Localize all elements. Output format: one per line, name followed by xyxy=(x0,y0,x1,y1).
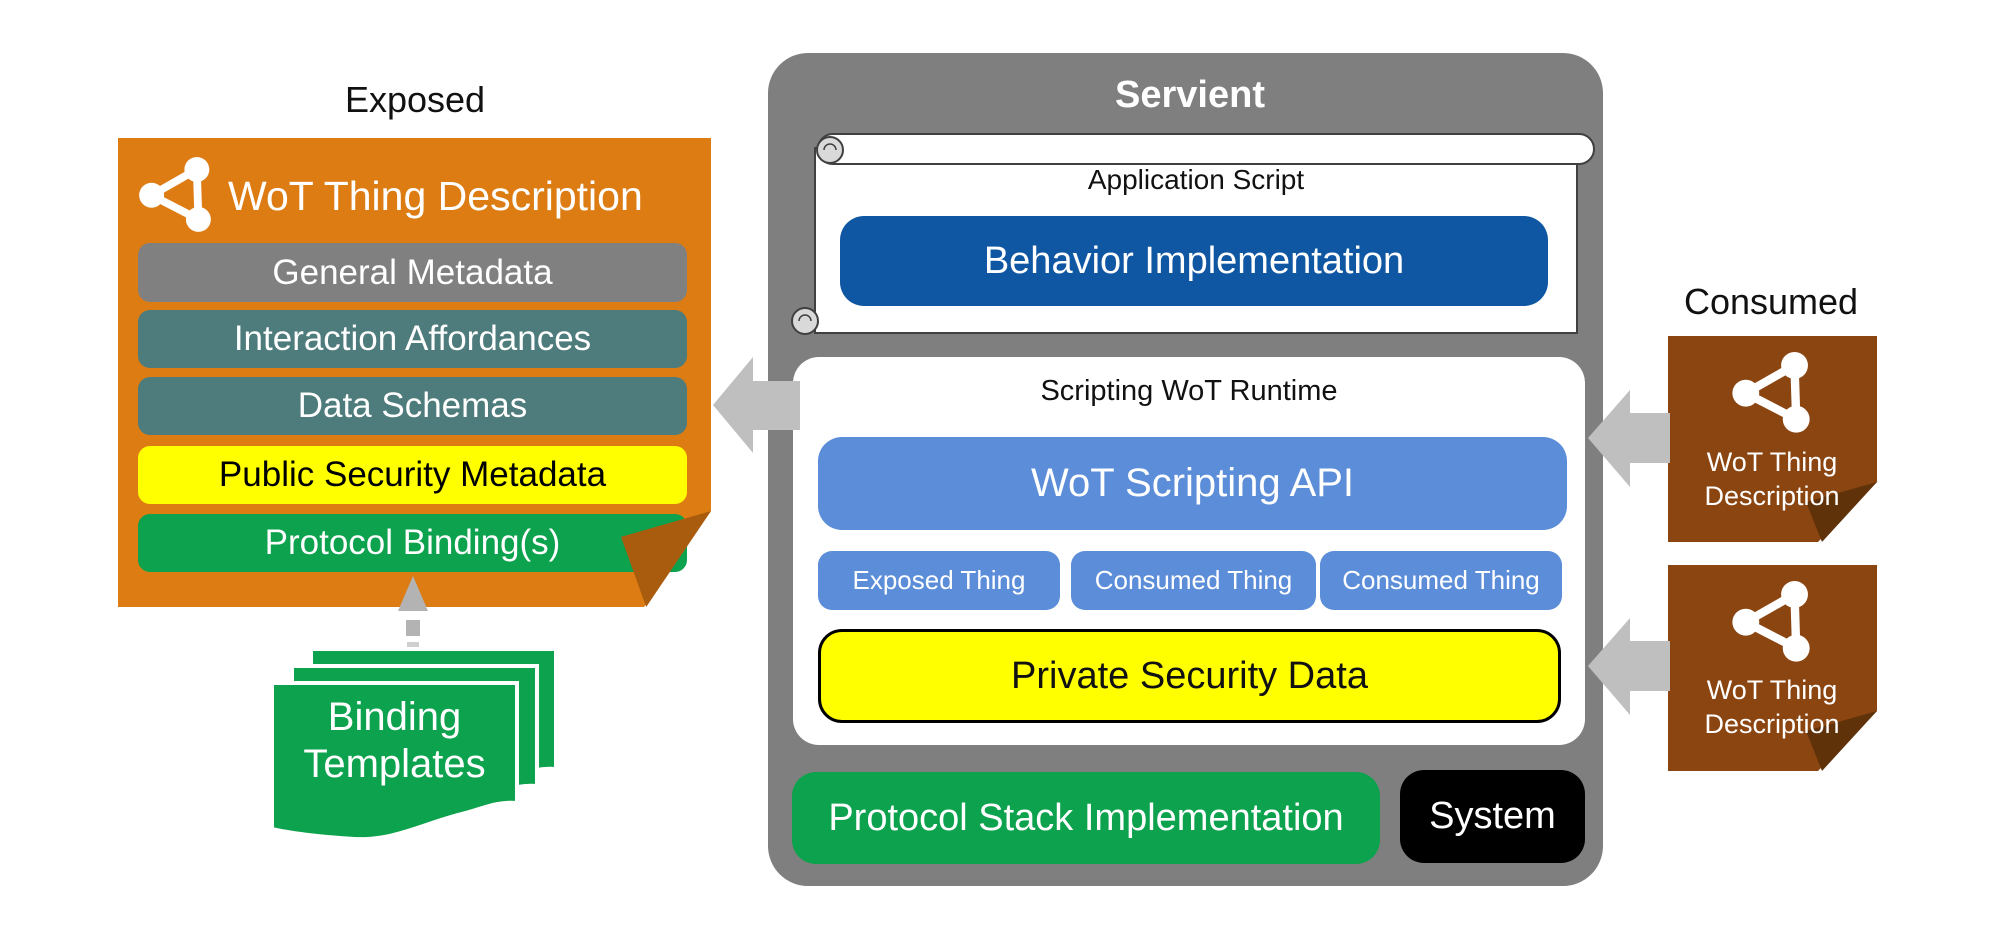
consumed-td-card-1-fold xyxy=(1806,482,1877,542)
script-scroll-curl-bottom xyxy=(791,307,819,335)
protocol-stack-implementation-box: Protocol Stack Implementation xyxy=(792,772,1380,864)
consumed-card-1-line1: WoT Thing xyxy=(1706,446,1838,477)
wot-scripting-api-box: WoT Scripting API xyxy=(818,437,1567,530)
consumed-td-card-1 xyxy=(1668,336,1877,542)
exposed-td-title: WoT Thing Description xyxy=(228,172,643,219)
scroll-curl-detail xyxy=(798,314,812,322)
consumed-card-2-line2: Description xyxy=(1704,708,1840,739)
exposed-label: Exposed xyxy=(344,79,486,120)
exposed-thing-box: Exposed Thing xyxy=(818,551,1060,610)
binding-templates-line1: Binding xyxy=(327,694,462,739)
system-box: System xyxy=(1400,770,1585,863)
servient-title: Servient xyxy=(1115,73,1265,116)
td-row-general-metadata: General Metadata xyxy=(138,243,687,302)
up-arrow-head xyxy=(398,576,428,611)
consumed-thing-box-2: Consumed Thing xyxy=(1320,551,1562,610)
consumed-card-1-line2: Description xyxy=(1704,480,1840,511)
td-row-public-security-metadata: Public Security Metadata xyxy=(138,446,687,504)
td-row-interaction-affordances: Interaction Affordances xyxy=(138,310,687,368)
application-script-label: Application Script xyxy=(1087,164,1305,195)
script-scroll-curl-top xyxy=(816,136,844,164)
consumed-thing-box-1: Consumed Thing xyxy=(1071,551,1316,610)
up-arrow-dash xyxy=(406,620,420,636)
scripting-wot-runtime-title: Scripting WoT Runtime xyxy=(1040,374,1338,407)
consumed-label: Consumed xyxy=(1683,281,1859,322)
td-row-protocol-bindings: Protocol Binding(s) xyxy=(138,514,687,572)
binding-templates-line2: Templates xyxy=(303,741,486,786)
behavior-implementation-box: Behavior Implementation xyxy=(840,216,1548,306)
up-arrow-dash xyxy=(407,642,419,647)
td-row-data-schemas: Data Schemas xyxy=(138,377,687,435)
private-security-data-box: Private Security Data xyxy=(818,629,1561,723)
scroll-curl-detail xyxy=(823,143,837,151)
consumed-card-2-line1: WoT Thing xyxy=(1706,674,1838,705)
consumed-td-card-2 xyxy=(1668,565,1877,771)
consumed-td-card-2-fold xyxy=(1806,711,1877,771)
